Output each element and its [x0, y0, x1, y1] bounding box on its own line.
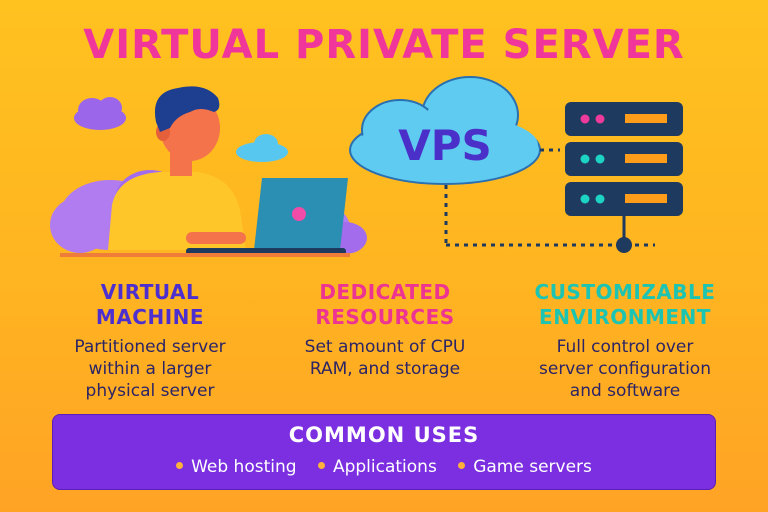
feature-virtual-machine: VIRTUAL MACHINE Partitioned server withi… — [30, 280, 270, 402]
common-uses-title: COMMON USES — [288, 423, 480, 447]
person-illustration — [108, 86, 246, 250]
decorative-cloud-icon — [74, 97, 126, 130]
list-item-label: Game servers — [473, 457, 592, 477]
decorative-cloud-icon — [236, 134, 288, 162]
server-rack-icon — [565, 102, 683, 253]
feature-description-line: RAM, and storage — [309, 359, 461, 379]
cloud-label: VPS — [398, 121, 492, 170]
feature-heading-line: MACHINE — [95, 305, 205, 329]
feature-description: Set amount of CPU RAM, and storage — [270, 336, 500, 380]
feature-description-line: and software — [569, 381, 681, 401]
feature-description-line: Partitioned server — [74, 337, 226, 357]
feature-heading-line: CUSTOMIZABLE — [534, 280, 716, 304]
page-title: VIRTUAL PRIVATE SERVER — [83, 22, 685, 68]
feature-description-line: physical server — [85, 381, 215, 401]
feature-dedicated-resources: DEDICATED RESOURCES Set amount of CPU RA… — [270, 280, 500, 380]
feature-description: Full control over server configuration a… — [505, 336, 745, 402]
feature-description-line: server configuration — [539, 359, 711, 379]
list-item: Applications — [317, 457, 437, 477]
feature-description-line: Set amount of CPU — [304, 337, 466, 357]
feature-heading-line: DEDICATED — [319, 280, 451, 304]
bullet-icon — [176, 461, 184, 469]
common-uses-list: Web hosting Applications Game servers — [53, 457, 715, 477]
feature-heading-line: RESOURCES — [315, 305, 455, 329]
feature-heading: VIRTUAL MACHINE — [30, 280, 270, 330]
feature-heading: DEDICATED RESOURCES — [270, 280, 500, 330]
list-item: Web hosting — [176, 457, 297, 477]
list-item: Game servers — [458, 457, 592, 477]
desk-line — [60, 253, 350, 257]
list-item-label: Web hosting — [191, 457, 297, 477]
feature-customizable-environment: CUSTOMIZABLE ENVIRONMENT Full control ov… — [505, 280, 745, 402]
feature-description-line: within a larger — [88, 359, 212, 379]
bullet-icon — [458, 461, 466, 469]
feature-heading-line: VIRTUAL — [100, 280, 200, 304]
feature-heading: CUSTOMIZABLE ENVIRONMENT — [505, 280, 745, 330]
common-uses-panel: COMMON USES Web hosting Applications Gam… — [52, 414, 716, 490]
bullet-icon — [317, 461, 325, 469]
list-item-label: Applications — [332, 457, 437, 477]
feature-heading-line: ENVIRONMENT — [539, 305, 711, 329]
cloud-icon — [349, 76, 541, 185]
feature-description-line: Full control over — [556, 337, 694, 357]
feature-description: Partitioned server within a larger physi… — [30, 336, 270, 402]
